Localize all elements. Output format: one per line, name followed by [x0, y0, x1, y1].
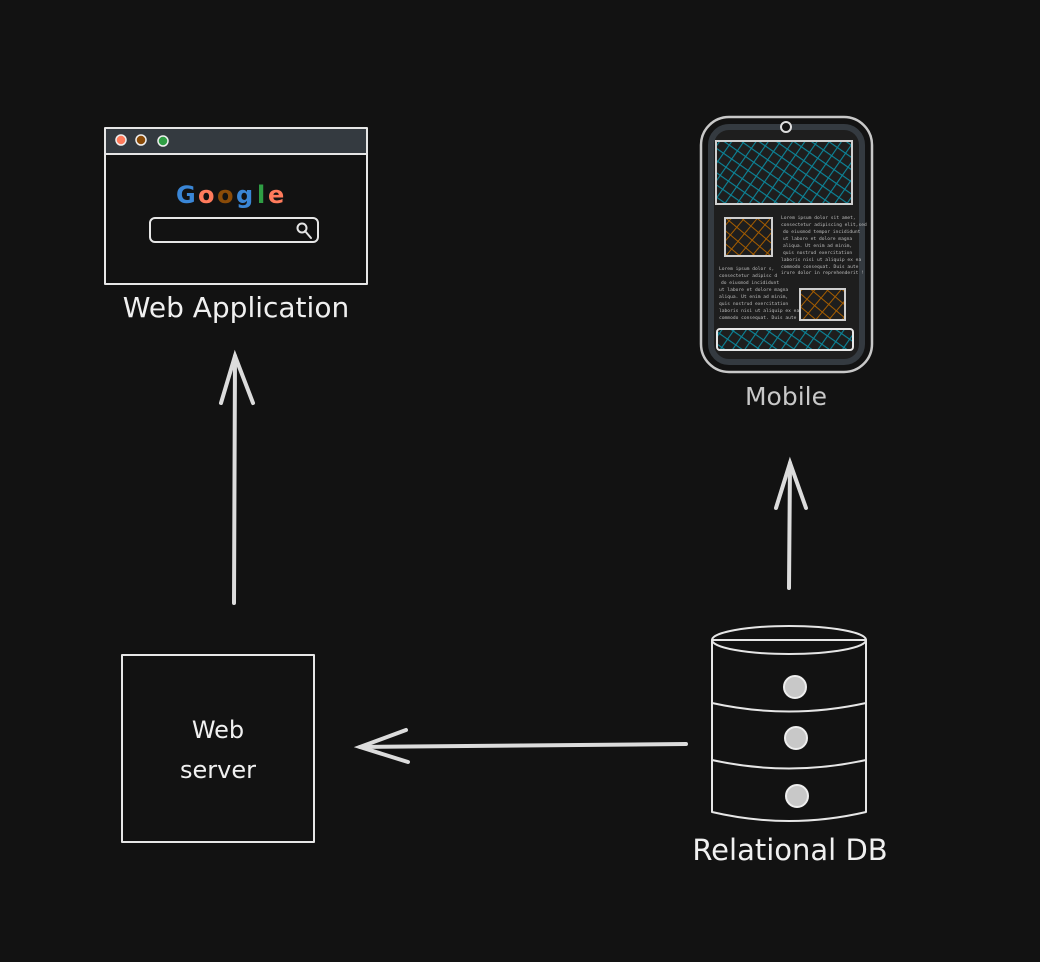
- arrow-db-to-mobile: [774, 456, 808, 590]
- svg-text:aliqua. Ut enim ad minim,: aliqua. Ut enim ad minim,: [719, 294, 788, 300]
- relational-db-node: Relational DB: [692, 625, 888, 867]
- svg-text:do eiusmod incididunt: do eiusmod incididunt: [721, 280, 779, 286]
- svg-text:laboris nisi ut aliquip ex ea: laboris nisi ut aliquip ex ea: [781, 257, 861, 263]
- text-block-left: Lorem ipsum dolor s, consectetur adipisc…: [719, 266, 799, 321]
- svg-text:l: l: [257, 181, 265, 209]
- db-disk-icon: [783, 675, 807, 699]
- db-disk-icon: [785, 784, 809, 808]
- banner-image-bottom: [716, 328, 854, 351]
- arrow-webserver-to-webapp: [219, 349, 255, 605]
- text-block-right: Lorem ipsum dolor sit amet, consectetur …: [781, 215, 867, 276]
- web-application-label: Web Application: [123, 291, 349, 324]
- db-disk-icon: [784, 726, 808, 750]
- maximize-dot-icon: [157, 135, 169, 147]
- search-input[interactable]: [149, 217, 319, 243]
- web-server-label-line1: Web: [192, 716, 244, 744]
- arrow-db-to-webserver: [353, 728, 688, 764]
- db-cylinder: [711, 639, 867, 822]
- minimize-dot-icon: [135, 134, 147, 146]
- svg-text:ut labore et dolore magna: ut labore et dolore magna: [783, 236, 852, 242]
- web-server-label-line2: server: [180, 756, 256, 784]
- relational-db-label: Relational DB: [692, 833, 887, 867]
- svg-text:quis nostrud exercitation: quis nostrud exercitation: [719, 301, 788, 307]
- search-icon[interactable]: [296, 222, 312, 239]
- svg-text:consectetur adipisc d: consectetur adipisc d: [719, 273, 777, 279]
- svg-text:ut labore et dolore magna: ut labore et dolore magna: [719, 287, 788, 293]
- image-placeholder: [799, 288, 846, 321]
- svg-text:laboris nisi ut aliquip ex ea: laboris nisi ut aliquip ex ea: [719, 308, 799, 314]
- web-application-node: G o o g l e Web Application: [104, 127, 368, 324]
- svg-text:aliqua. Ut enim ad minim,: aliqua. Ut enim ad minim,: [783, 243, 852, 249]
- svg-text:commodo consequat. Duis aute: commodo consequat. Duis aute: [719, 315, 797, 321]
- mobile-label: Mobile: [745, 382, 827, 411]
- web-server-node: Web server: [121, 654, 315, 843]
- svg-text:irure dolor in reprehenderit !: irure dolor in reprehenderit !: [781, 270, 864, 276]
- browser-titlebar: [106, 129, 366, 154]
- svg-text:quis nostrud exercitation: quis nostrud exercitation: [783, 250, 852, 256]
- close-dot-icon: [115, 134, 127, 146]
- svg-text:do eiusmod tempor incididunt: do eiusmod tempor incididunt: [783, 229, 861, 235]
- svg-text:g: g: [236, 181, 253, 209]
- svg-text:Lorem ipsum dolor sit amet,: Lorem ipsum dolor sit amet,: [781, 215, 856, 221]
- banner-image-top: [715, 140, 853, 205]
- web-server-box: [121, 654, 315, 843]
- mobile-node: Lorem ipsum dolor sit amet, consectetur …: [699, 115, 874, 411]
- image-placeholder: [724, 217, 773, 257]
- browser-window: [104, 127, 368, 285]
- google-logo: G o o g l e: [176, 181, 284, 209]
- camera-icon: [780, 121, 792, 133]
- svg-text:commodo consequat. Duis aute: commodo consequat. Duis aute: [781, 264, 859, 270]
- svg-text:Lorem ipsum dolor s,: Lorem ipsum dolor s,: [719, 266, 774, 272]
- svg-text:o: o: [217, 181, 234, 209]
- svg-text:e: e: [268, 181, 284, 209]
- svg-text:o: o: [198, 181, 215, 209]
- svg-text:G: G: [176, 181, 196, 209]
- svg-text:consectetur adipiscing elit,se: consectetur adipiscing elit,sed: [781, 222, 867, 228]
